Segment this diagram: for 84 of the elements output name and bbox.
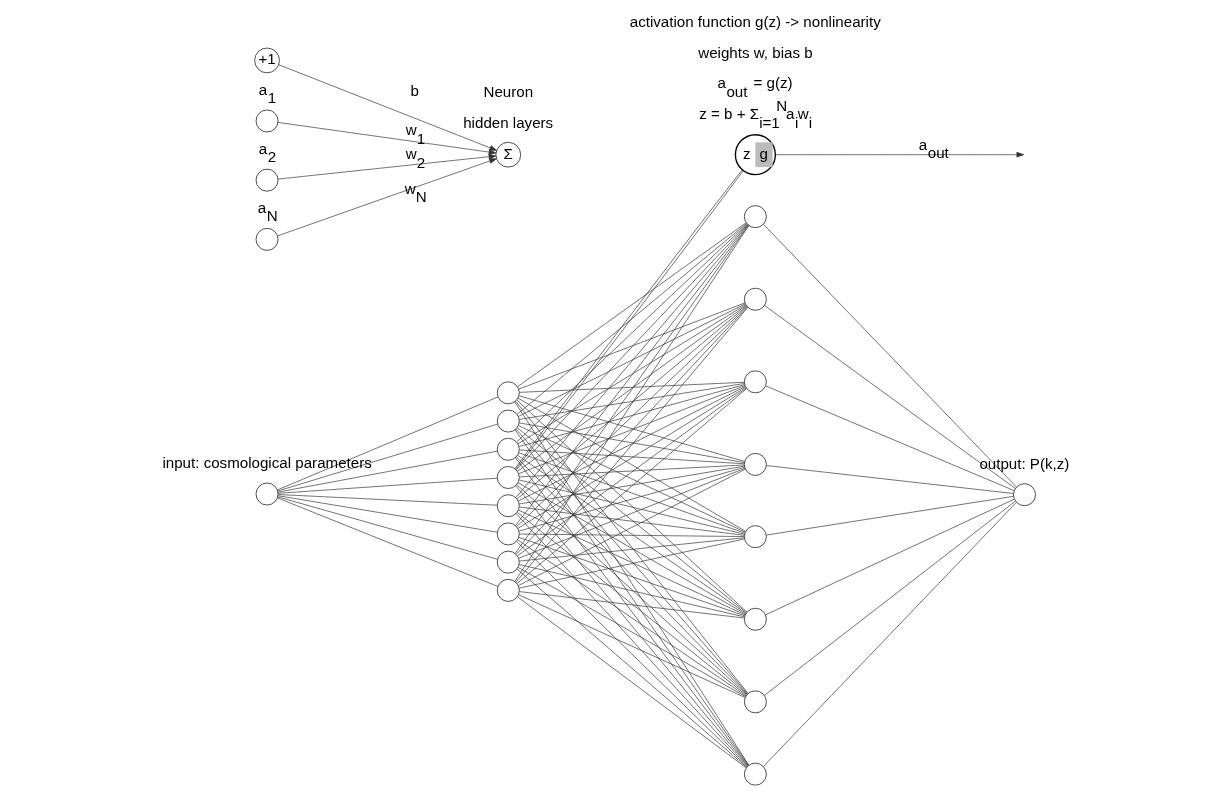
connector bbox=[518, 422, 745, 463]
connector bbox=[517, 303, 746, 417]
label: Neuron bbox=[483, 82, 533, 100]
connector bbox=[518, 537, 744, 562]
connector bbox=[517, 567, 746, 698]
connector bbox=[765, 465, 1014, 494]
connector bbox=[517, 482, 746, 615]
connector bbox=[518, 506, 744, 536]
connector bbox=[517, 468, 746, 586]
connector bbox=[518, 533, 744, 537]
connector bbox=[765, 385, 1014, 491]
node-label: output: P(k,z) bbox=[978, 454, 1069, 472]
node-label: input: cosmological parameters bbox=[161, 454, 372, 472]
arrow bbox=[277, 153, 496, 180]
label: weights w, bias b bbox=[697, 44, 813, 62]
node-circle bbox=[743, 762, 767, 786]
node-circle bbox=[743, 525, 767, 549]
connector bbox=[518, 466, 745, 532]
connector bbox=[762, 502, 1017, 767]
connector bbox=[517, 425, 745, 533]
connector bbox=[518, 302, 745, 390]
arrow bbox=[774, 151, 1024, 158]
connector bbox=[518, 449, 744, 465]
connector bbox=[276, 423, 498, 492]
node-circle bbox=[496, 522, 520, 546]
node-circle bbox=[743, 205, 767, 228]
connector bbox=[518, 395, 745, 462]
connector bbox=[518, 537, 745, 617]
connector bbox=[518, 467, 745, 559]
connector bbox=[277, 494, 497, 506]
connector bbox=[763, 500, 1016, 696]
connector bbox=[516, 454, 746, 614]
node-circle bbox=[496, 381, 520, 405]
connector bbox=[518, 465, 745, 505]
node-circle bbox=[496, 409, 520, 433]
arrow bbox=[276, 158, 497, 237]
connector bbox=[276, 497, 498, 587]
connector bbox=[518, 591, 744, 619]
node-circle bbox=[255, 109, 278, 133]
connector bbox=[763, 305, 1016, 489]
connector bbox=[516, 539, 746, 697]
node-circle bbox=[1012, 483, 1036, 507]
connector bbox=[762, 224, 1017, 488]
connector bbox=[277, 450, 498, 493]
node-circle: Σ bbox=[495, 141, 521, 168]
node-circle bbox=[743, 690, 767, 714]
connector bbox=[276, 396, 498, 491]
connector bbox=[277, 477, 497, 494]
connector bbox=[518, 384, 745, 447]
label: hidden layers bbox=[462, 113, 553, 131]
connector bbox=[517, 509, 745, 616]
node-circle bbox=[496, 550, 520, 574]
node-circle bbox=[743, 370, 767, 394]
node-circle bbox=[496, 494, 520, 518]
node-circle bbox=[743, 287, 767, 311]
edge-label: b bbox=[410, 81, 419, 99]
connector bbox=[518, 479, 745, 535]
arrow bbox=[278, 64, 497, 151]
node-circle bbox=[743, 607, 767, 631]
connector bbox=[518, 381, 744, 393]
connector bbox=[518, 383, 745, 420]
connector bbox=[276, 496, 498, 560]
node-circle bbox=[496, 466, 520, 489]
node-circle: +1 bbox=[253, 47, 280, 74]
connector bbox=[765, 496, 1014, 536]
arrow bbox=[277, 122, 496, 155]
connector bbox=[518, 452, 745, 534]
node-circle bbox=[496, 579, 520, 602]
connector bbox=[517, 304, 746, 445]
node-circle bbox=[743, 453, 767, 476]
connector bbox=[516, 222, 746, 387]
connector bbox=[277, 495, 498, 533]
node-circle bbox=[255, 168, 278, 192]
connector bbox=[764, 498, 1014, 616]
connector bbox=[518, 538, 745, 589]
connector bbox=[518, 385, 745, 474]
connector bbox=[517, 386, 746, 502]
label: activation function g(z) -> nonlinearity bbox=[629, 13, 881, 31]
node-circle bbox=[255, 228, 278, 251]
connector bbox=[518, 564, 745, 618]
node-circle bbox=[496, 437, 520, 461]
connector bbox=[517, 594, 745, 698]
node-circle bbox=[255, 482, 278, 506]
connector bbox=[518, 464, 744, 478]
